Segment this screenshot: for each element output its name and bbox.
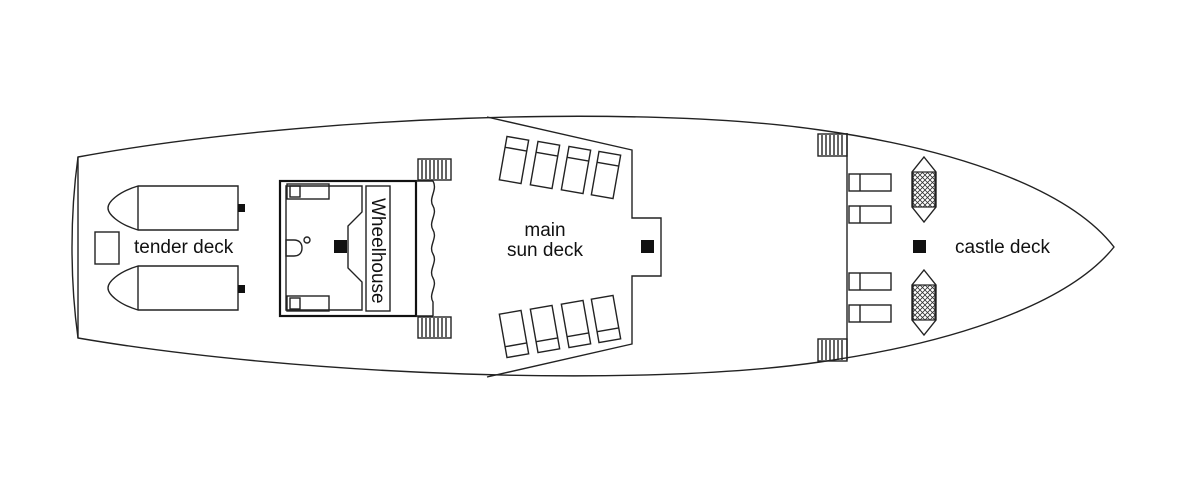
castle-deck-area: castle deck	[817, 133, 1051, 362]
wheelhouse-label-panel	[365, 185, 391, 312]
bunk-lower-pillow	[289, 297, 301, 310]
tender-deck-label: tender deck	[134, 237, 234, 258]
sun-deck-label-line1: main	[524, 220, 565, 241]
castle-lounger-3	[848, 272, 892, 291]
wheelhouse-area: Wheelhouse	[278, 179, 436, 318]
tender-boat-upper-cleat	[238, 204, 245, 212]
tender-boat-lower	[107, 265, 239, 311]
lounger-row-upper	[498, 135, 622, 200]
bunk-lower	[286, 295, 330, 312]
castle-hatch-upper	[911, 155, 937, 224]
castle-lounger-2	[848, 205, 892, 224]
bunk-upper-pillow	[289, 185, 301, 198]
castle-deck-marker	[913, 240, 926, 253]
stairs-castle-upper	[817, 133, 848, 157]
sun-deck-label-line2: sun deck	[507, 240, 584, 261]
sun-deck-outline	[486, 116, 662, 378]
hull-outline	[71, 115, 1115, 377]
castle-hatch-lower	[911, 268, 937, 337]
sun-deck-marker	[641, 240, 654, 253]
castle-deck-label: castle deck	[955, 237, 1051, 258]
wheelhouse-window	[430, 180, 436, 316]
basin-icon	[303, 236, 311, 244]
stairs-castle-lower	[817, 338, 848, 362]
toilet-icon	[285, 239, 303, 257]
tender-boat-lower-cleat	[238, 285, 245, 293]
castle-lounger-4	[848, 304, 892, 323]
wheelhouse-marker	[334, 240, 347, 253]
tender-boat-upper	[107, 185, 239, 231]
tender-deck-area: tender deck	[94, 185, 245, 311]
wheelhouse-outer	[278, 179, 418, 318]
bunk-upper	[286, 183, 330, 200]
castle-lounger-1	[848, 173, 892, 192]
wheelhouse-inner-room	[285, 185, 363, 311]
wheelhouse-label: Wheelhouse	[367, 198, 388, 304]
stairs-wheelhouse-lower	[417, 316, 452, 339]
main-sun-deck-area: main sun deck	[486, 116, 662, 378]
stairs-wheelhouse-upper	[417, 158, 452, 181]
lounger-row-lower	[498, 294, 622, 359]
tender-deck-hatch	[94, 231, 120, 265]
